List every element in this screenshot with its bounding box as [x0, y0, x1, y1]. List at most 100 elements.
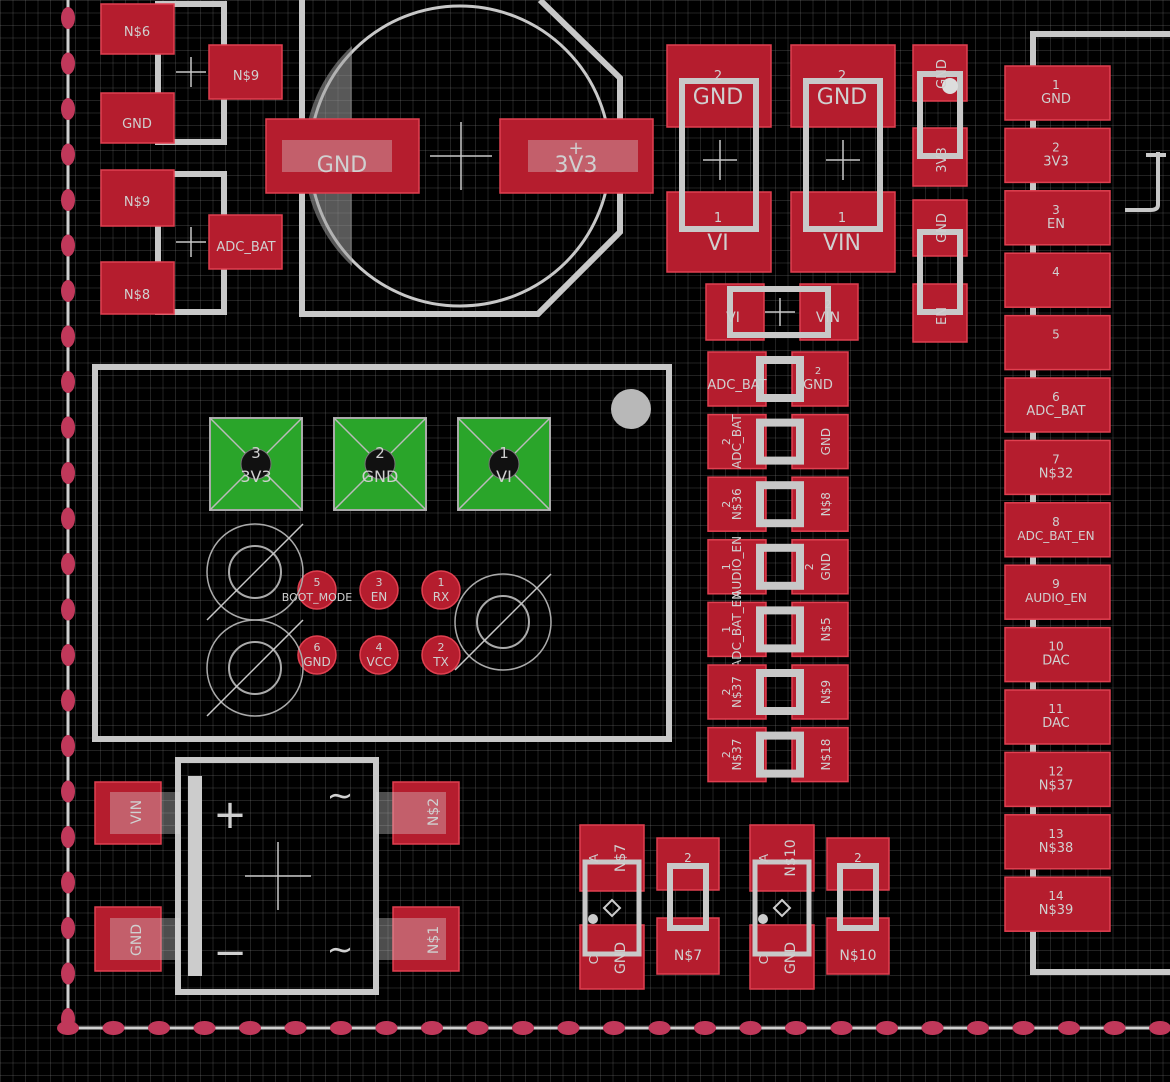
module-header-pin[interactable]: 2TX — [421, 635, 461, 675]
resistor-body — [756, 481, 804, 528]
transistor-q2[interactable]: N$9 ADC_BAT N$8 — [100, 169, 283, 315]
connector-pad — [1004, 876, 1111, 932]
connector-pad — [1004, 626, 1111, 683]
connector-pad — [1004, 190, 1111, 246]
led-resistor[interactable]: 2N$7 — [656, 837, 720, 975]
outline-dot — [61, 189, 75, 211]
connector-pin[interactable]: 13N$38 — [1004, 814, 1111, 870]
capacitor-c3[interactable]: GND 3V3 — [912, 44, 968, 187]
connector-pin[interactable]: 5 — [1004, 314, 1111, 371]
led-diode-icon — [772, 898, 792, 918]
connector-pad — [1004, 564, 1111, 620]
outline-dot — [61, 735, 75, 757]
resistor-left-pin: 2 — [720, 438, 733, 445]
connector-pin[interactable]: 14N$39 — [1004, 876, 1111, 932]
outline-dot — [466, 1021, 489, 1035]
led-anode-label: N$7 — [613, 844, 629, 872]
connector-pin-name: N$32 — [1039, 466, 1074, 481]
outline-dot — [921, 1021, 944, 1035]
connector-pad — [1004, 689, 1111, 745]
bridge-minus-label: GND — [129, 924, 145, 956]
connector-pin-number: 5 — [1052, 328, 1060, 342]
led-polarity-dot-icon — [758, 914, 768, 924]
c3-top-label: GND — [935, 59, 950, 89]
led-resistor[interactable]: 2N$10 — [826, 837, 890, 975]
mount-hole-3 — [454, 573, 552, 671]
header-pin-name: RX — [433, 590, 450, 604]
outline-dot — [421, 1021, 443, 1035]
header-pad — [297, 635, 337, 675]
connector-pin-number: 13 — [1048, 827, 1063, 841]
resistor-left-pin: 1 — [720, 563, 733, 570]
connector-pin[interactable]: 7N$32 — [1004, 439, 1111, 496]
connector-pin[interactable]: 4 — [1004, 252, 1111, 308]
connector-pin-name: GND — [1041, 92, 1071, 107]
module-square-pin[interactable]: 1VI — [457, 417, 551, 511]
bridge-rectifier[interactable]: + − ~ ~ VIN GND N$2 N$1 — [94, 757, 460, 995]
c2-bottom-label: VIN — [823, 231, 861, 256]
outline-dot — [785, 1021, 807, 1035]
board-outline — [57, 0, 1170, 1035]
capacitor-c4[interactable]: GND EN — [912, 199, 968, 343]
outline-dot — [61, 962, 75, 985]
outline-dot — [61, 644, 75, 666]
resistor-left-label: AUDIO_EN — [730, 536, 744, 598]
header-pin-number: 4 — [376, 641, 383, 654]
outline-dot — [61, 416, 75, 439]
resistor-vi-vin[interactable]: VI 2 VIN — [705, 283, 859, 341]
outline-dot — [61, 234, 75, 257]
capacitor-c2[interactable]: 2 GND 1 VIN — [790, 44, 896, 273]
bridge-minus-sign: − — [213, 930, 247, 976]
header-pad — [359, 635, 399, 675]
led-cathode-letter: C — [587, 956, 601, 964]
battery-holder[interactable]: GND + 3V3 — [265, 0, 654, 317]
resistor-left-label: ADC_BAT — [730, 414, 744, 469]
connector-pin-number: 10 — [1048, 640, 1063, 654]
outline-dot — [1058, 1021, 1080, 1035]
outline-dot — [603, 1021, 625, 1035]
r-vi-left-label: VI — [726, 310, 740, 326]
resistor-body — [756, 543, 804, 590]
outline-dot — [61, 507, 75, 530]
connector-pin-number: 1 — [1052, 78, 1060, 92]
header-pad — [359, 570, 399, 610]
resistor-right-label: N$8 — [819, 492, 833, 516]
resistor-left-pin: 2 — [720, 501, 733, 508]
connector-pad — [1004, 314, 1111, 371]
outline-dot — [61, 553, 75, 575]
module-header-pin[interactable]: 1RX — [421, 570, 461, 610]
connector-pin[interactable]: 12N$37 — [1004, 751, 1111, 808]
connector-pin[interactable]: 3EN — [1004, 190, 1111, 246]
capacitor-c1[interactable]: 2 GND 1 VI — [666, 44, 772, 273]
transistor-q1[interactable]: N$6 N$9 GND — [100, 1, 283, 145]
module-header-pin[interactable]: 3EN — [359, 570, 399, 610]
outline-dot — [61, 826, 75, 848]
